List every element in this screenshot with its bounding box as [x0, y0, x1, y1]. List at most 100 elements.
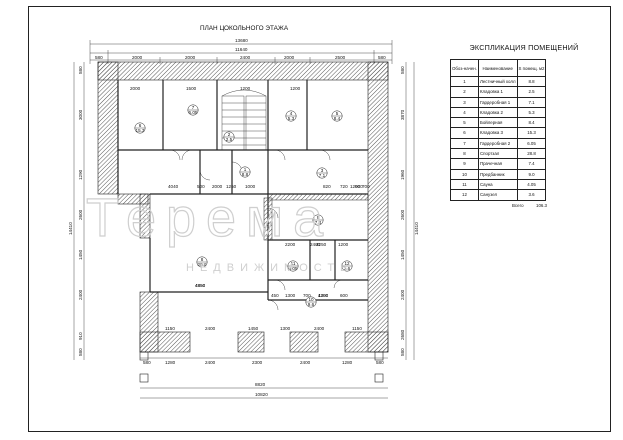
dimension-label: 2400 [400, 289, 405, 300]
room-marker: 114.05 [287, 260, 299, 272]
wall-hatch-mid [263, 193, 369, 241]
dimension-label: 910 [78, 332, 83, 340]
dimension-label: 3000 [78, 109, 83, 120]
dimension-label: 1150 [165, 326, 175, 331]
dimension-label: 580 [400, 348, 405, 356]
dimension-label: 2000 [132, 55, 143, 60]
dimension-label: 1450 [400, 249, 405, 260]
room-name: Лестничный холл [477, 75, 518, 88]
room-marker: 58.4 [331, 110, 343, 122]
room-marker-area: 7.4 [315, 220, 322, 225]
dimension-label: 500 [197, 184, 205, 189]
room-marker-area: 7.1 [319, 173, 326, 178]
col-area-header: S помещ. м2 [516, 59, 547, 77]
room-marker-number: 6 [139, 123, 142, 128]
dimension-label: 2680 [400, 329, 405, 340]
dimension-label: 2000 [212, 184, 223, 189]
room-marker: 45.3 [285, 110, 297, 122]
dimension-lines-top [89, 40, 393, 64]
dim-right-total: 14410 [414, 222, 419, 235]
room-name: Кладовка 2 [477, 106, 518, 119]
room-marker: 615.3 [134, 122, 146, 134]
outer-walls [97, 61, 389, 353]
room-marker-area: 9.6 [308, 302, 315, 307]
dimension-label: 1200 [350, 184, 361, 189]
dimension-label: 1300 [280, 326, 291, 331]
room-number: 5 [450, 117, 479, 129]
room-marker: 22.5 [223, 131, 235, 143]
dimension-label: 1250 [226, 184, 237, 189]
room-area: 3.6 [516, 189, 547, 201]
room-marker: 123.6 [341, 260, 353, 272]
dimension-label: 580 [143, 360, 151, 365]
room-number: 12 [450, 189, 479, 201]
dimension-label: 1000 [245, 184, 256, 189]
dimension-label: 720 [340, 184, 348, 189]
room-number: 4 [450, 106, 479, 119]
dimension-label: 2200 [285, 242, 296, 247]
dimension-label: 900 [355, 184, 363, 189]
room-area: 8.8 [516, 75, 547, 88]
dimension-label: 1280 [165, 360, 176, 365]
room-marker-number: 5 [336, 111, 339, 116]
room-marker: 18.8 [239, 166, 251, 178]
total-label: Всего [512, 203, 524, 208]
room-area: 2.5 [516, 86, 547, 98]
dimension-label: 1280 [342, 360, 353, 365]
room-marker: 109.6 [305, 296, 317, 308]
explication-header-row: Обоз-начен. Наименование S помещ. м2 [450, 59, 547, 77]
room-name: Сауна [477, 178, 518, 191]
room-marker-area: 6.05 [189, 110, 198, 115]
room-name: Кладовка 3 [477, 127, 518, 139]
room-area: 4.05 [516, 178, 547, 191]
porch-columns [139, 351, 384, 383]
room-number: 1 [450, 75, 479, 88]
dim-overall-top-inner: 11640 [235, 47, 248, 52]
watermark-subtitle: НЕДВИЖИМОСТЬ [186, 262, 353, 274]
room-area: 5.3 [516, 106, 547, 119]
room-area: 15.3 [516, 127, 547, 139]
room-name: Спортзал [477, 148, 518, 160]
room-number: 8 [450, 148, 479, 160]
room-markers: 18.822.537.145.358.4615.376.05828.897.41… [134, 104, 353, 308]
room-marker: 97.4 [312, 214, 324, 226]
dimension-label: 1450 [248, 326, 259, 331]
dimension-label: 2500 [335, 55, 346, 60]
dimension-label: 2000 [130, 86, 141, 91]
dimension-label: 2400 [205, 326, 216, 331]
dimension-label: 700 [362, 184, 370, 189]
room-name: Кладовка 1 [477, 86, 518, 98]
room-marker-number: 8 [201, 257, 204, 262]
dimension-label: 450 [271, 293, 279, 298]
dimension-label: 580 [376, 360, 384, 365]
room-marker: 76.05 [187, 104, 199, 116]
room-marker-number: 11 [291, 261, 296, 266]
dimension-label: 700 [303, 293, 311, 298]
dim-overall-bottom: 10820 [255, 392, 268, 397]
dimension-label: 1200 [338, 242, 349, 247]
room-area: 7.4 [516, 158, 547, 170]
dimension-label: 580 [95, 55, 103, 60]
dimension-label: 1500 [186, 86, 197, 91]
room-marker-area: 15.3 [136, 128, 145, 133]
dimension-label: 2600 [400, 209, 405, 220]
room-marker: 828.8 [196, 256, 208, 268]
dimension-label: 600 [340, 293, 348, 298]
col-number-header: Обоз-начен. [450, 59, 479, 77]
dimension-label: 2400 [205, 360, 216, 365]
room-name: Бойлерная [477, 117, 518, 129]
